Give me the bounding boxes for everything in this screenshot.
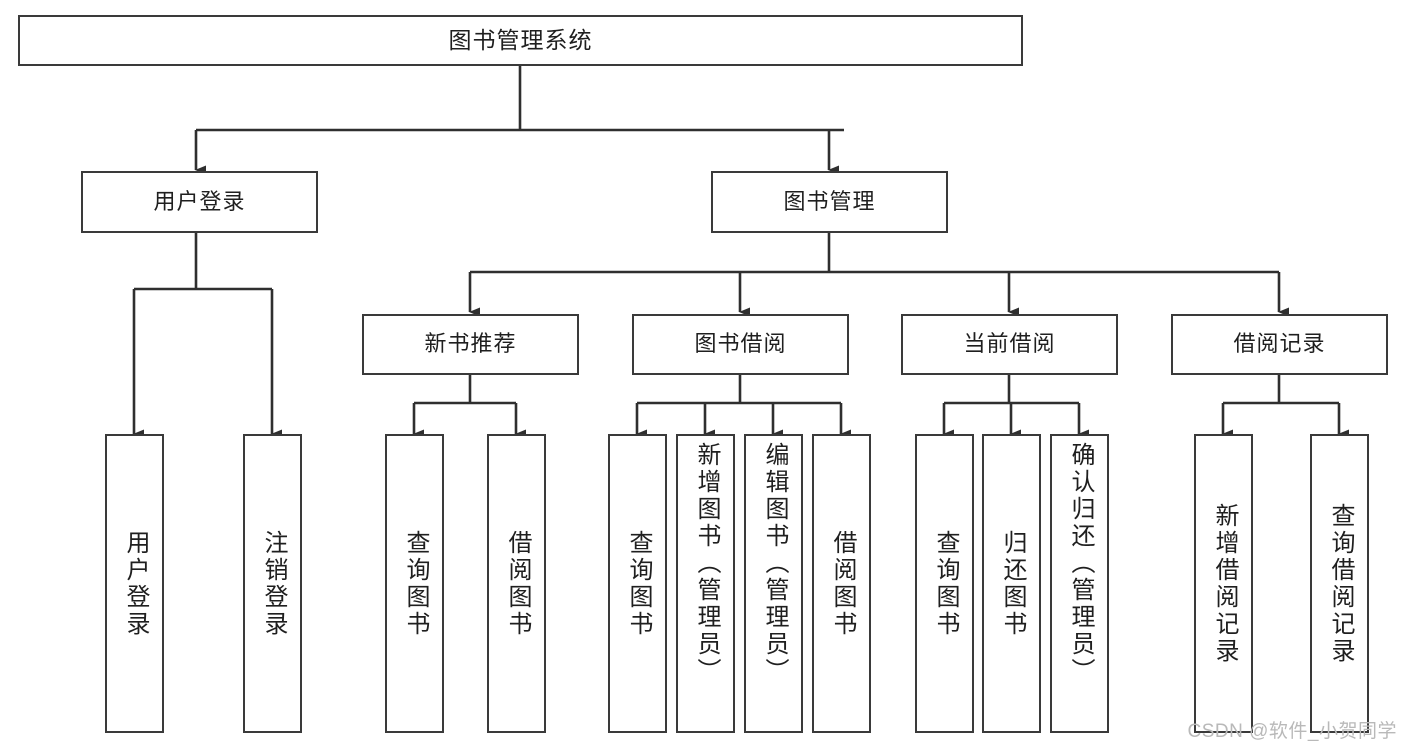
node-label: 用户登录: [153, 188, 246, 214]
node-leaf-query-record[interactable]: 查询借阅记录: [1310, 434, 1369, 733]
node-label: 新增借阅记录: [1210, 502, 1238, 665]
node-label: 借阅图书: [503, 529, 531, 638]
node-label: 编辑图书（管理员）: [760, 442, 788, 685]
node-label: 新增图书（管理员）: [692, 442, 720, 685]
node-book-borrow[interactable]: 图书借阅: [632, 314, 849, 375]
node-root-book-management-system[interactable]: 图书管理系统: [18, 15, 1023, 66]
node-label: 当前借阅: [963, 331, 1056, 357]
node-label: 图书借阅: [694, 331, 787, 357]
node-leaf-confirm-return[interactable]: 确认归还（管理员）: [1050, 434, 1109, 733]
node-current-borrow[interactable]: 当前借阅: [901, 314, 1118, 375]
node-leaf-logout-login[interactable]: 注销登录: [243, 434, 302, 733]
node-label: 注销登录: [259, 529, 287, 638]
node-new-book-recommend[interactable]: 新书推荐: [362, 314, 579, 375]
node-leaf-borrow-book-2[interactable]: 借阅图书: [812, 434, 871, 733]
node-label: 借阅图书: [828, 529, 856, 638]
node-label: 查询图书: [401, 529, 429, 638]
node-label: 查询图书: [624, 529, 652, 638]
node-leaf-query-book-1[interactable]: 查询图书: [385, 434, 444, 733]
node-label: 查询借阅记录: [1326, 502, 1354, 665]
node-leaf-query-book-2[interactable]: 查询图书: [608, 434, 667, 733]
node-label: 用户登录: [121, 529, 149, 638]
node-leaf-add-book[interactable]: 新增图书（管理员）: [676, 434, 735, 733]
node-label: 借阅记录: [1233, 331, 1326, 357]
node-label: 图书管理系统: [448, 26, 593, 53]
node-label: 确认归还（管理员）: [1066, 442, 1094, 685]
node-user-login[interactable]: 用户登录: [81, 171, 318, 233]
node-label: 归还图书: [998, 529, 1026, 638]
node-borrow-record[interactable]: 借阅记录: [1171, 314, 1388, 375]
node-book-management[interactable]: 图书管理: [711, 171, 948, 233]
node-leaf-add-record[interactable]: 新增借阅记录: [1194, 434, 1253, 733]
node-leaf-query-book-3[interactable]: 查询图书: [915, 434, 974, 733]
node-label: 新书推荐: [424, 331, 517, 357]
node-leaf-user-login[interactable]: 用户登录: [105, 434, 164, 733]
node-label: 查询图书: [931, 529, 959, 638]
csdn-watermark: CSDN @软件_小贺同学: [1187, 721, 1397, 742]
node-leaf-borrow-book-1[interactable]: 借阅图书: [487, 434, 546, 733]
node-leaf-edit-book[interactable]: 编辑图书（管理员）: [744, 434, 803, 733]
node-label: 图书管理: [783, 188, 876, 214]
node-leaf-return-book[interactable]: 归还图书: [982, 434, 1041, 733]
